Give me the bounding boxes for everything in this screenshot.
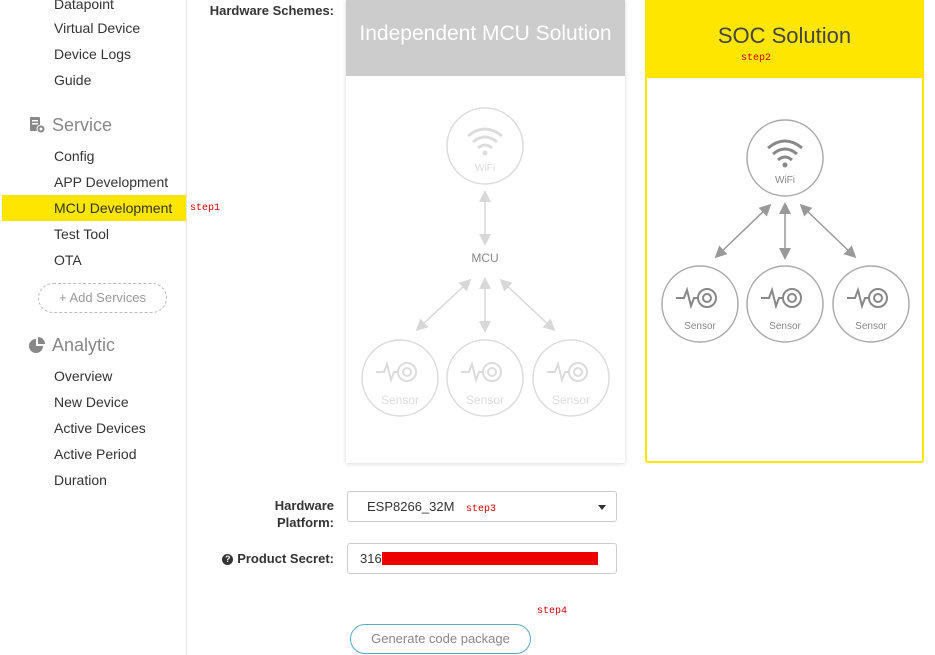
sidebar-item-datapoint[interactable]: Datapoint xyxy=(54,0,114,12)
annotation-step1: step1 xyxy=(190,203,221,214)
hardware-schemes-label: Hardware Schemes: xyxy=(209,3,334,18)
soc-wifi-label: WiFi xyxy=(775,175,795,186)
annotation-step4: step4 xyxy=(537,606,568,617)
sensor-icon xyxy=(746,265,824,343)
analytic-section-label: Analytic xyxy=(52,335,116,355)
mcu-sensor-label-1: Sensor xyxy=(381,393,419,407)
mcu-wifi-label: WiFi xyxy=(475,163,495,174)
wifi-icon xyxy=(446,107,524,185)
sidebar-section-service: Service xyxy=(28,110,112,140)
sidebar-item-active-period[interactable]: Active Period xyxy=(54,446,137,462)
mcu-sensor-arrow-left xyxy=(415,278,472,332)
sensor-icon xyxy=(832,265,910,343)
sidebar-item-config[interactable]: Config xyxy=(54,148,95,164)
soc-diagram: WiFi Sensor Sensor Sensor xyxy=(661,119,910,343)
wifi-sensor-arrow-right xyxy=(799,203,857,259)
pie-chart-icon xyxy=(29,337,45,353)
hardware-platform-label-line2: Platform: xyxy=(276,515,334,530)
soc-solution-title: SOC Solution xyxy=(645,0,924,78)
sensor-icon xyxy=(361,339,439,417)
wifi-icon xyxy=(746,119,824,197)
sensor-icon xyxy=(446,339,524,417)
hardware-platform-label: Hardware Platform: xyxy=(226,497,334,531)
soc-sensor-label-3: Sensor xyxy=(855,321,887,332)
generate-code-package-button[interactable]: Generate code package xyxy=(350,624,531,654)
sensor-icon xyxy=(532,339,610,417)
hardware-platform-label-line1: Hardware xyxy=(274,498,334,513)
product-secret-label-text: Product Secret: xyxy=(237,551,334,566)
sidebar-item-duration[interactable]: Duration xyxy=(54,472,107,488)
soc-solution-card[interactable]: SOC Solution xyxy=(645,0,924,463)
mcu-sensor-label-3: Sensor xyxy=(552,393,590,407)
sidebar-item-guide[interactable]: Guide xyxy=(54,72,92,88)
sidebar-item-device-logs[interactable]: Device Logs xyxy=(54,46,132,62)
mcu-sensor-label-2: Sensor xyxy=(466,393,504,407)
sidebar-item-overview[interactable]: Overview xyxy=(54,368,113,384)
hardware-platform-value: ESP8266_32M xyxy=(367,499,455,514)
help-icon[interactable]: ? xyxy=(222,554,234,565)
sidebar-item-active-devices[interactable]: Active Devices xyxy=(54,420,146,436)
sidebar-item-mcu-development[interactable]: MCU Development xyxy=(2,195,186,221)
mcu-solution-title: Independent MCU Solution xyxy=(346,0,625,76)
sidebar-item-new-device[interactable]: New Device xyxy=(54,394,129,410)
mcu-diagram: WiFi MCU Sensor Sensor Sensor xyxy=(361,107,610,417)
soc-sensor-label-2: Sensor xyxy=(769,321,801,332)
hardware-platform-select[interactable]: ESP8266_32M xyxy=(347,491,617,522)
service-icon xyxy=(30,117,46,134)
service-section-label: Service xyxy=(52,115,113,135)
mcu-sensor-arrow-right xyxy=(499,278,556,332)
wifi-sensor-arrow-left xyxy=(714,203,772,259)
sidebar-item-app-development[interactable]: APP Development xyxy=(54,174,169,190)
sidebar-item-virtual-device[interactable]: Virtual Device xyxy=(54,20,141,36)
annotation-step3: step3 xyxy=(466,504,497,515)
add-services-button[interactable]: + Add Services xyxy=(38,283,167,313)
chevron-down-icon xyxy=(598,505,606,510)
sidebar: Datapoint Virtual Device Device Logs Gui… xyxy=(0,0,187,655)
sidebar-item-test-tool[interactable]: Test Tool xyxy=(54,226,109,242)
product-secret-label: ?Product Secret: xyxy=(200,550,334,567)
annotation-step2: step2 xyxy=(741,53,772,64)
product-secret-value: 316 xyxy=(360,551,382,566)
independent-mcu-solution-card[interactable]: Independent MCU Solution xyxy=(346,0,625,463)
mcu-label: MCU xyxy=(471,251,498,265)
soc-sensor-label-1: Sensor xyxy=(684,321,716,332)
redaction-bar xyxy=(382,552,598,565)
sidebar-item-ota[interactable]: OTA xyxy=(54,252,82,268)
sensor-icon xyxy=(661,265,739,343)
sidebar-section-analytic: Analytic xyxy=(28,330,115,360)
